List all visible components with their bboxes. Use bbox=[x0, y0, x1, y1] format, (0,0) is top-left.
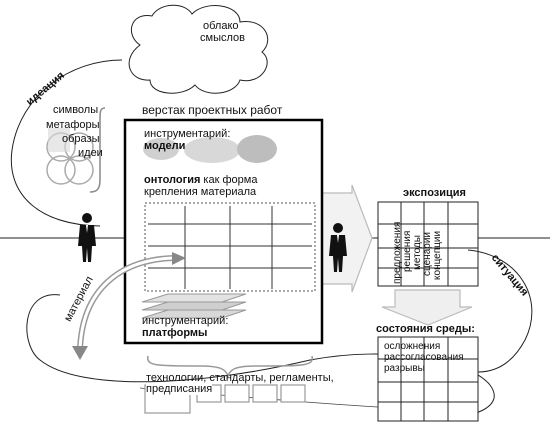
models-label: модели bbox=[144, 140, 186, 152]
situation-arc bbox=[467, 249, 533, 373]
cloud-label-line2: смыслов bbox=[200, 32, 245, 44]
bottom-brace bbox=[147, 355, 313, 379]
bottom-boxes bbox=[144, 384, 306, 414]
platforms-title: инструментарий: bbox=[142, 315, 229, 327]
bottom-text-line1: технологии, стандарты, регламенты, bbox=[146, 372, 334, 384]
environment-grid-frame bbox=[377, 336, 479, 422]
cloud-label-line1: облако bbox=[203, 20, 239, 32]
exposition-grid-frame bbox=[377, 201, 479, 287]
down-arrow bbox=[381, 289, 473, 326]
exposition-grid bbox=[378, 202, 478, 286]
ontology-line1: онтология как форма bbox=[144, 174, 257, 186]
platform-stack bbox=[141, 293, 247, 319]
symbols-bg bbox=[48, 128, 70, 152]
ideation-arc bbox=[10, 59, 123, 227]
bottom-text-line2: предписания bbox=[146, 383, 213, 395]
lower-loop bbox=[26, 294, 495, 421]
environment-item: разрывы bbox=[384, 363, 425, 374]
models-ellipses bbox=[143, 135, 277, 163]
ontology-line2: крепления материала bbox=[144, 186, 257, 198]
material-arrow bbox=[72, 252, 186, 360]
symbol-item: идеи bbox=[78, 147, 103, 159]
ontology-grid bbox=[148, 206, 312, 289]
environment-title: состояния среды: bbox=[376, 323, 475, 335]
exposition-column-label: концепции bbox=[432, 230, 443, 280]
symbol-item: образы bbox=[62, 133, 100, 145]
instruments-title: инструментарий: bbox=[144, 128, 231, 140]
symbol-item: символы bbox=[53, 104, 99, 116]
symbols-brace bbox=[89, 107, 106, 193]
person-left-icon bbox=[78, 213, 96, 262]
person-right-icon bbox=[329, 223, 347, 272]
environment-grid bbox=[378, 337, 478, 421]
ontology-bold: онтология bbox=[144, 174, 201, 186]
cloud-shape bbox=[128, 4, 269, 94]
workbench-title: верстак проектных работ bbox=[142, 103, 283, 117]
environment-item: осложнения bbox=[384, 341, 441, 352]
ontology-rest: как форма bbox=[200, 174, 258, 186]
environment-item: рассогласования bbox=[384, 352, 464, 363]
platforms-label: платформы bbox=[142, 327, 208, 339]
exposition-title: экспозиция bbox=[403, 187, 466, 199]
symbol-item: метафоры bbox=[46, 119, 100, 131]
